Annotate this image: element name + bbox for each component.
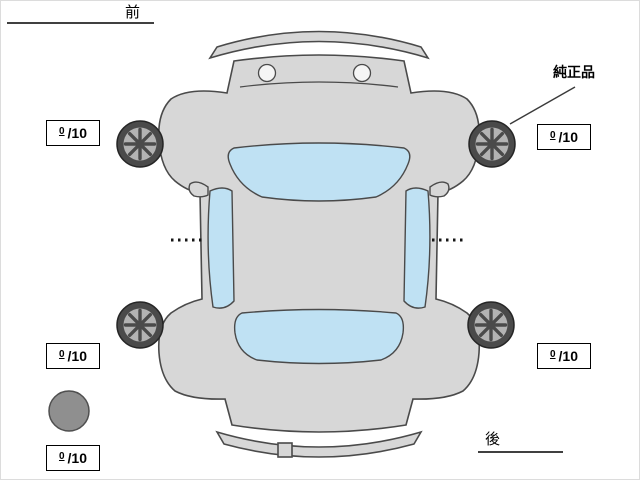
side-window-right <box>403 187 431 309</box>
side-window-left <box>207 187 235 309</box>
tread-denominator-rear-left: /10 <box>67 348 88 364</box>
spare-tire-circle <box>48 390 90 432</box>
tread-value-front-right: 0 <box>549 129 556 141</box>
tread-value-rear-left: 0 <box>58 348 65 360</box>
windshield-glass <box>227 142 411 202</box>
tread-denominator-spare: /10 <box>67 450 88 466</box>
hood-circle-right <box>352 63 372 83</box>
tread-score-spare: 0 /10 <box>46 445 100 471</box>
rear-window-glass <box>233 308 405 365</box>
front-bumper-band <box>208 30 430 60</box>
genuine-part-leader-line <box>509 86 576 125</box>
hood-seam-line <box>239 81 399 88</box>
tread-value-front-left: 0 <box>58 125 65 137</box>
side-mirror-left <box>188 181 209 198</box>
tread-score-front-left: 0 /10 <box>46 120 100 146</box>
tread-denominator-front-left: /10 <box>67 125 88 141</box>
rear-hitch-box <box>277 442 293 458</box>
wheel-front-right-icon <box>467 119 517 169</box>
rear-bumper-band <box>215 430 423 458</box>
tread-score-rear-right: 0 /10 <box>537 343 591 369</box>
genuine-part-label: 純正品 <box>553 64 595 80</box>
wheel-rear-right-icon <box>466 300 516 350</box>
tread-value-spare: 0 <box>58 450 65 462</box>
side-mirror-right <box>429 181 450 198</box>
hood-circle-left <box>257 63 277 83</box>
front-label: 前 <box>125 4 141 21</box>
tread-denominator-front-right: /10 <box>558 129 579 145</box>
car-body <box>157 54 481 433</box>
tread-denominator-rear-right: /10 <box>558 348 579 364</box>
tread-score-front-right: 0 /10 <box>537 124 591 150</box>
rear-label: 後 <box>485 431 501 448</box>
tread-value-rear-right: 0 <box>549 348 556 360</box>
wheel-front-left-icon <box>115 119 165 169</box>
wheel-rear-left-icon <box>115 300 165 350</box>
tread-score-rear-left: 0 /10 <box>46 343 100 369</box>
